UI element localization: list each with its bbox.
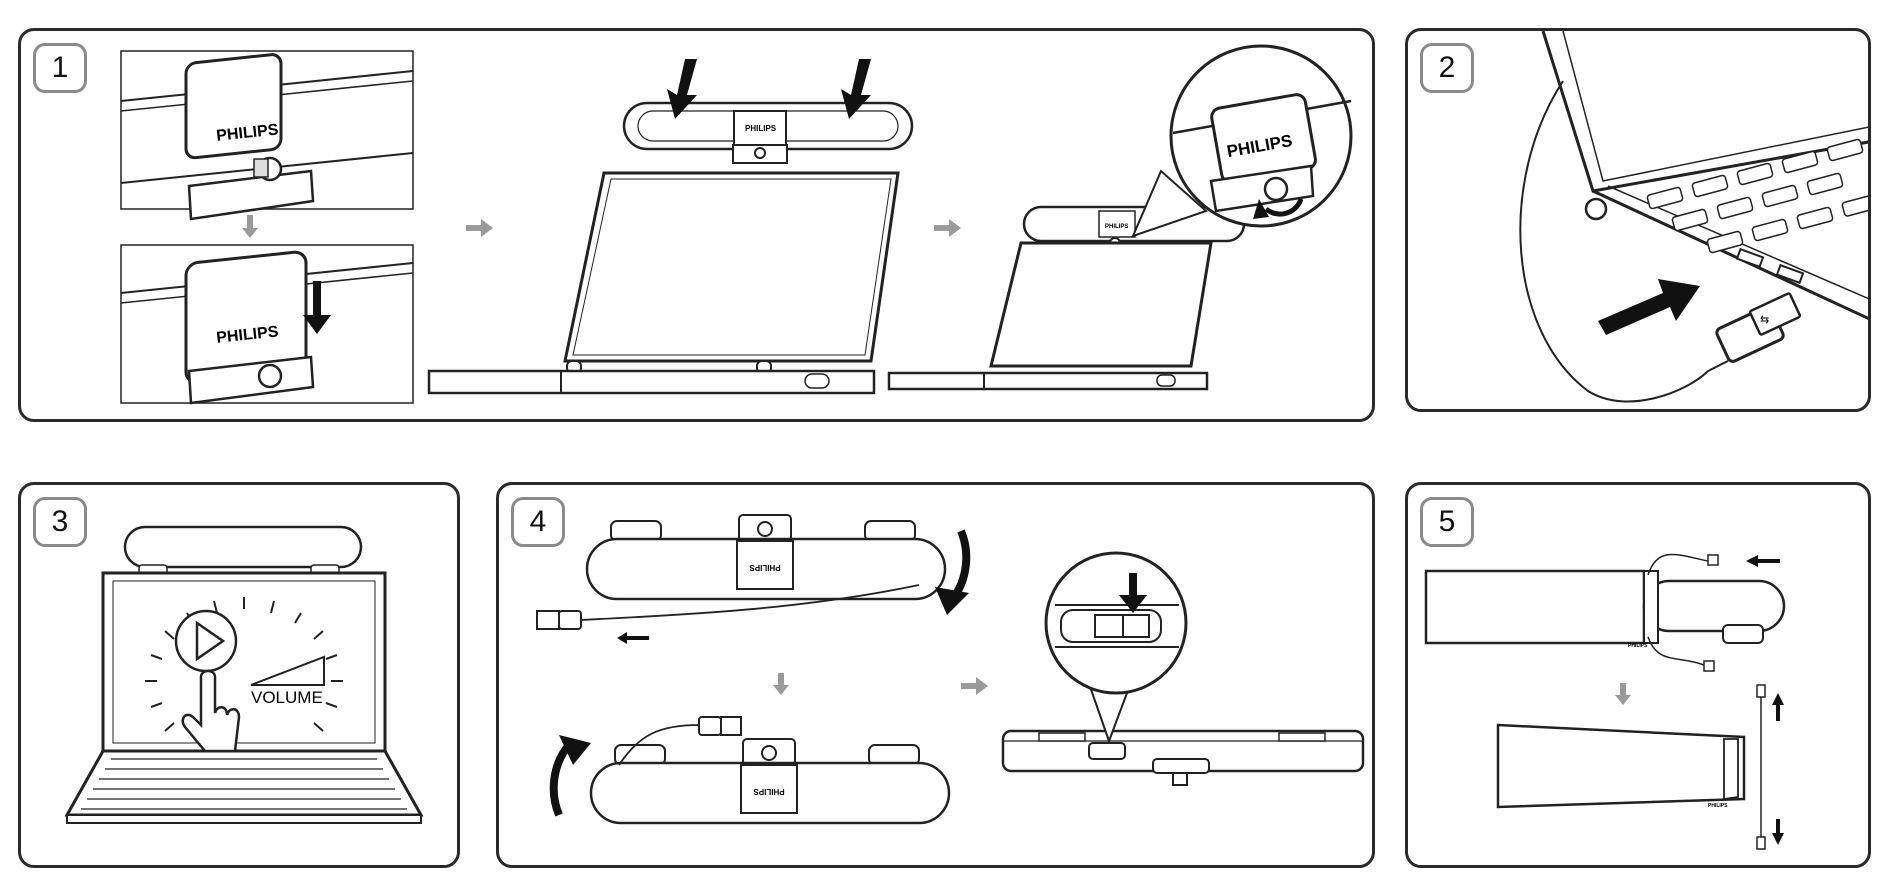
soundbar-back-top: PHILIPS bbox=[587, 515, 945, 599]
brand-logo-pouch-b: PHILIPS bbox=[1708, 803, 1728, 809]
brand-logo-pouch-a: PHILIPS bbox=[1628, 643, 1648, 649]
step-1-illustration: PHILIPS PHILIPS bbox=[21, 31, 1375, 422]
step-3-panel: 3 bbox=[18, 482, 460, 868]
soundbar-stored-side bbox=[1003, 731, 1363, 785]
step-3-illustration: VOLUME bbox=[21, 485, 460, 868]
soundbar-back-bottom: PHILIPS bbox=[591, 717, 949, 823]
step-1-panel: 1 PHILIPS PHILIPS bbox=[18, 28, 1375, 422]
step-4-badge: 4 bbox=[511, 497, 565, 547]
soundbar-on-laptop bbox=[125, 527, 361, 575]
step-2-panel: 2 bbox=[1405, 28, 1871, 412]
usb-symbol: ⇆ bbox=[1760, 314, 1769, 326]
zoom-circle-usb bbox=[1046, 553, 1186, 741]
brand-logo-d: PHILIPS bbox=[1105, 224, 1128, 230]
brand-logo-mirrored-b: PHILIPS bbox=[753, 787, 785, 796]
soundbar-top: PHILIPS bbox=[624, 103, 912, 163]
laptop-side-view bbox=[1543, 31, 1871, 321]
inset-clip-on: PHILIPS bbox=[121, 51, 413, 219]
insert-arrow bbox=[1598, 279, 1700, 335]
step-4-panel: 4 PHILIPS bbox=[496, 482, 1375, 868]
step-5-badge: 5 bbox=[1420, 497, 1474, 547]
rotate-arrow-ccw bbox=[554, 735, 591, 815]
laptop-front bbox=[67, 573, 421, 823]
gray-arrow-down bbox=[242, 215, 258, 238]
keyboard-keys bbox=[1647, 139, 1871, 253]
gray-arrow-right-1 bbox=[466, 219, 493, 237]
step-3-badge: 3 bbox=[33, 497, 87, 547]
step-2-badge: 2 bbox=[1420, 43, 1474, 93]
gray-arrow-right-4 bbox=[961, 677, 988, 695]
brand-logo-mirrored-a: PHILIPS bbox=[749, 563, 781, 572]
gray-arrow-right-2 bbox=[934, 219, 961, 237]
laptop-screen-1 bbox=[429, 173, 898, 393]
gray-arrow-down-4 bbox=[773, 673, 789, 695]
soundbar-into-pouch: PHILIPS bbox=[1426, 554, 1784, 671]
laptop-with-soundbar: PHILIPS bbox=[889, 207, 1244, 389]
volume-label: VOLUME bbox=[251, 688, 323, 707]
play-icon bbox=[176, 611, 236, 671]
zoom-circle-tighten: PHILIPS bbox=[1133, 46, 1351, 236]
step-5-illustration: PHILIPS PHILIPS bbox=[1408, 485, 1871, 868]
step-1-badge: 1 bbox=[33, 43, 87, 93]
pouch-closed: PHILIPS bbox=[1498, 685, 1784, 849]
usb-plug: ⇆ bbox=[1520, 81, 1800, 401]
step-5-panel: 5 PHILIPS PHILIPS bbox=[1405, 482, 1871, 868]
step-2-illustration: ⇆ bbox=[1408, 31, 1871, 412]
brand-logo-c: PHILIPS bbox=[745, 124, 777, 133]
gray-arrow-down-5 bbox=[1615, 683, 1631, 705]
inset-press-down: PHILIPS bbox=[121, 245, 413, 403]
step-4-illustration: PHILIPS PHILIPS bbox=[499, 485, 1375, 868]
